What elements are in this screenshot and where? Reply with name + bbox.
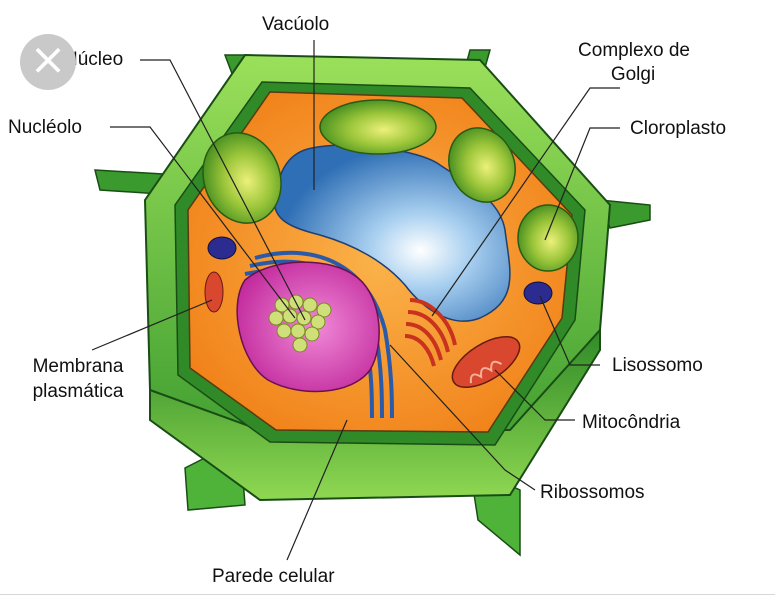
- mitochondria: [204, 271, 521, 389]
- nucleus: [236, 261, 380, 393]
- label-lisossomo: Lisossomo: [612, 355, 703, 376]
- label-golgi-line1: Complexo de: [578, 40, 690, 61]
- leader-lines: [91, 40, 620, 561]
- vacuole: [273, 144, 511, 322]
- lysosomes: [207, 236, 553, 305]
- label-parede-celular: Parede celular: [212, 566, 335, 587]
- label-ribossomos: Ribossomos: [540, 482, 645, 503]
- label-vacuolo: Vacúolo: [262, 14, 330, 35]
- close-button[interactable]: ×: [20, 34, 76, 90]
- close-icon: ×: [29, 34, 67, 85]
- label-golgi-line2: Golgi: [610, 64, 656, 85]
- label-nucleo: Núcleo: [64, 49, 124, 70]
- label-cloroplasto: Cloroplasto: [630, 118, 727, 139]
- label-membrana-line2: plasmática: [32, 381, 124, 402]
- label-membrana-line1: Membrana: [32, 356, 124, 377]
- label-mitocondria: Mitocôndria: [582, 412, 681, 433]
- chloroplasts: [202, 99, 579, 272]
- bottom-divider: [0, 594, 775, 595]
- golgi-complex: [404, 298, 457, 367]
- label-nucleolo: Nucléolo: [8, 117, 82, 138]
